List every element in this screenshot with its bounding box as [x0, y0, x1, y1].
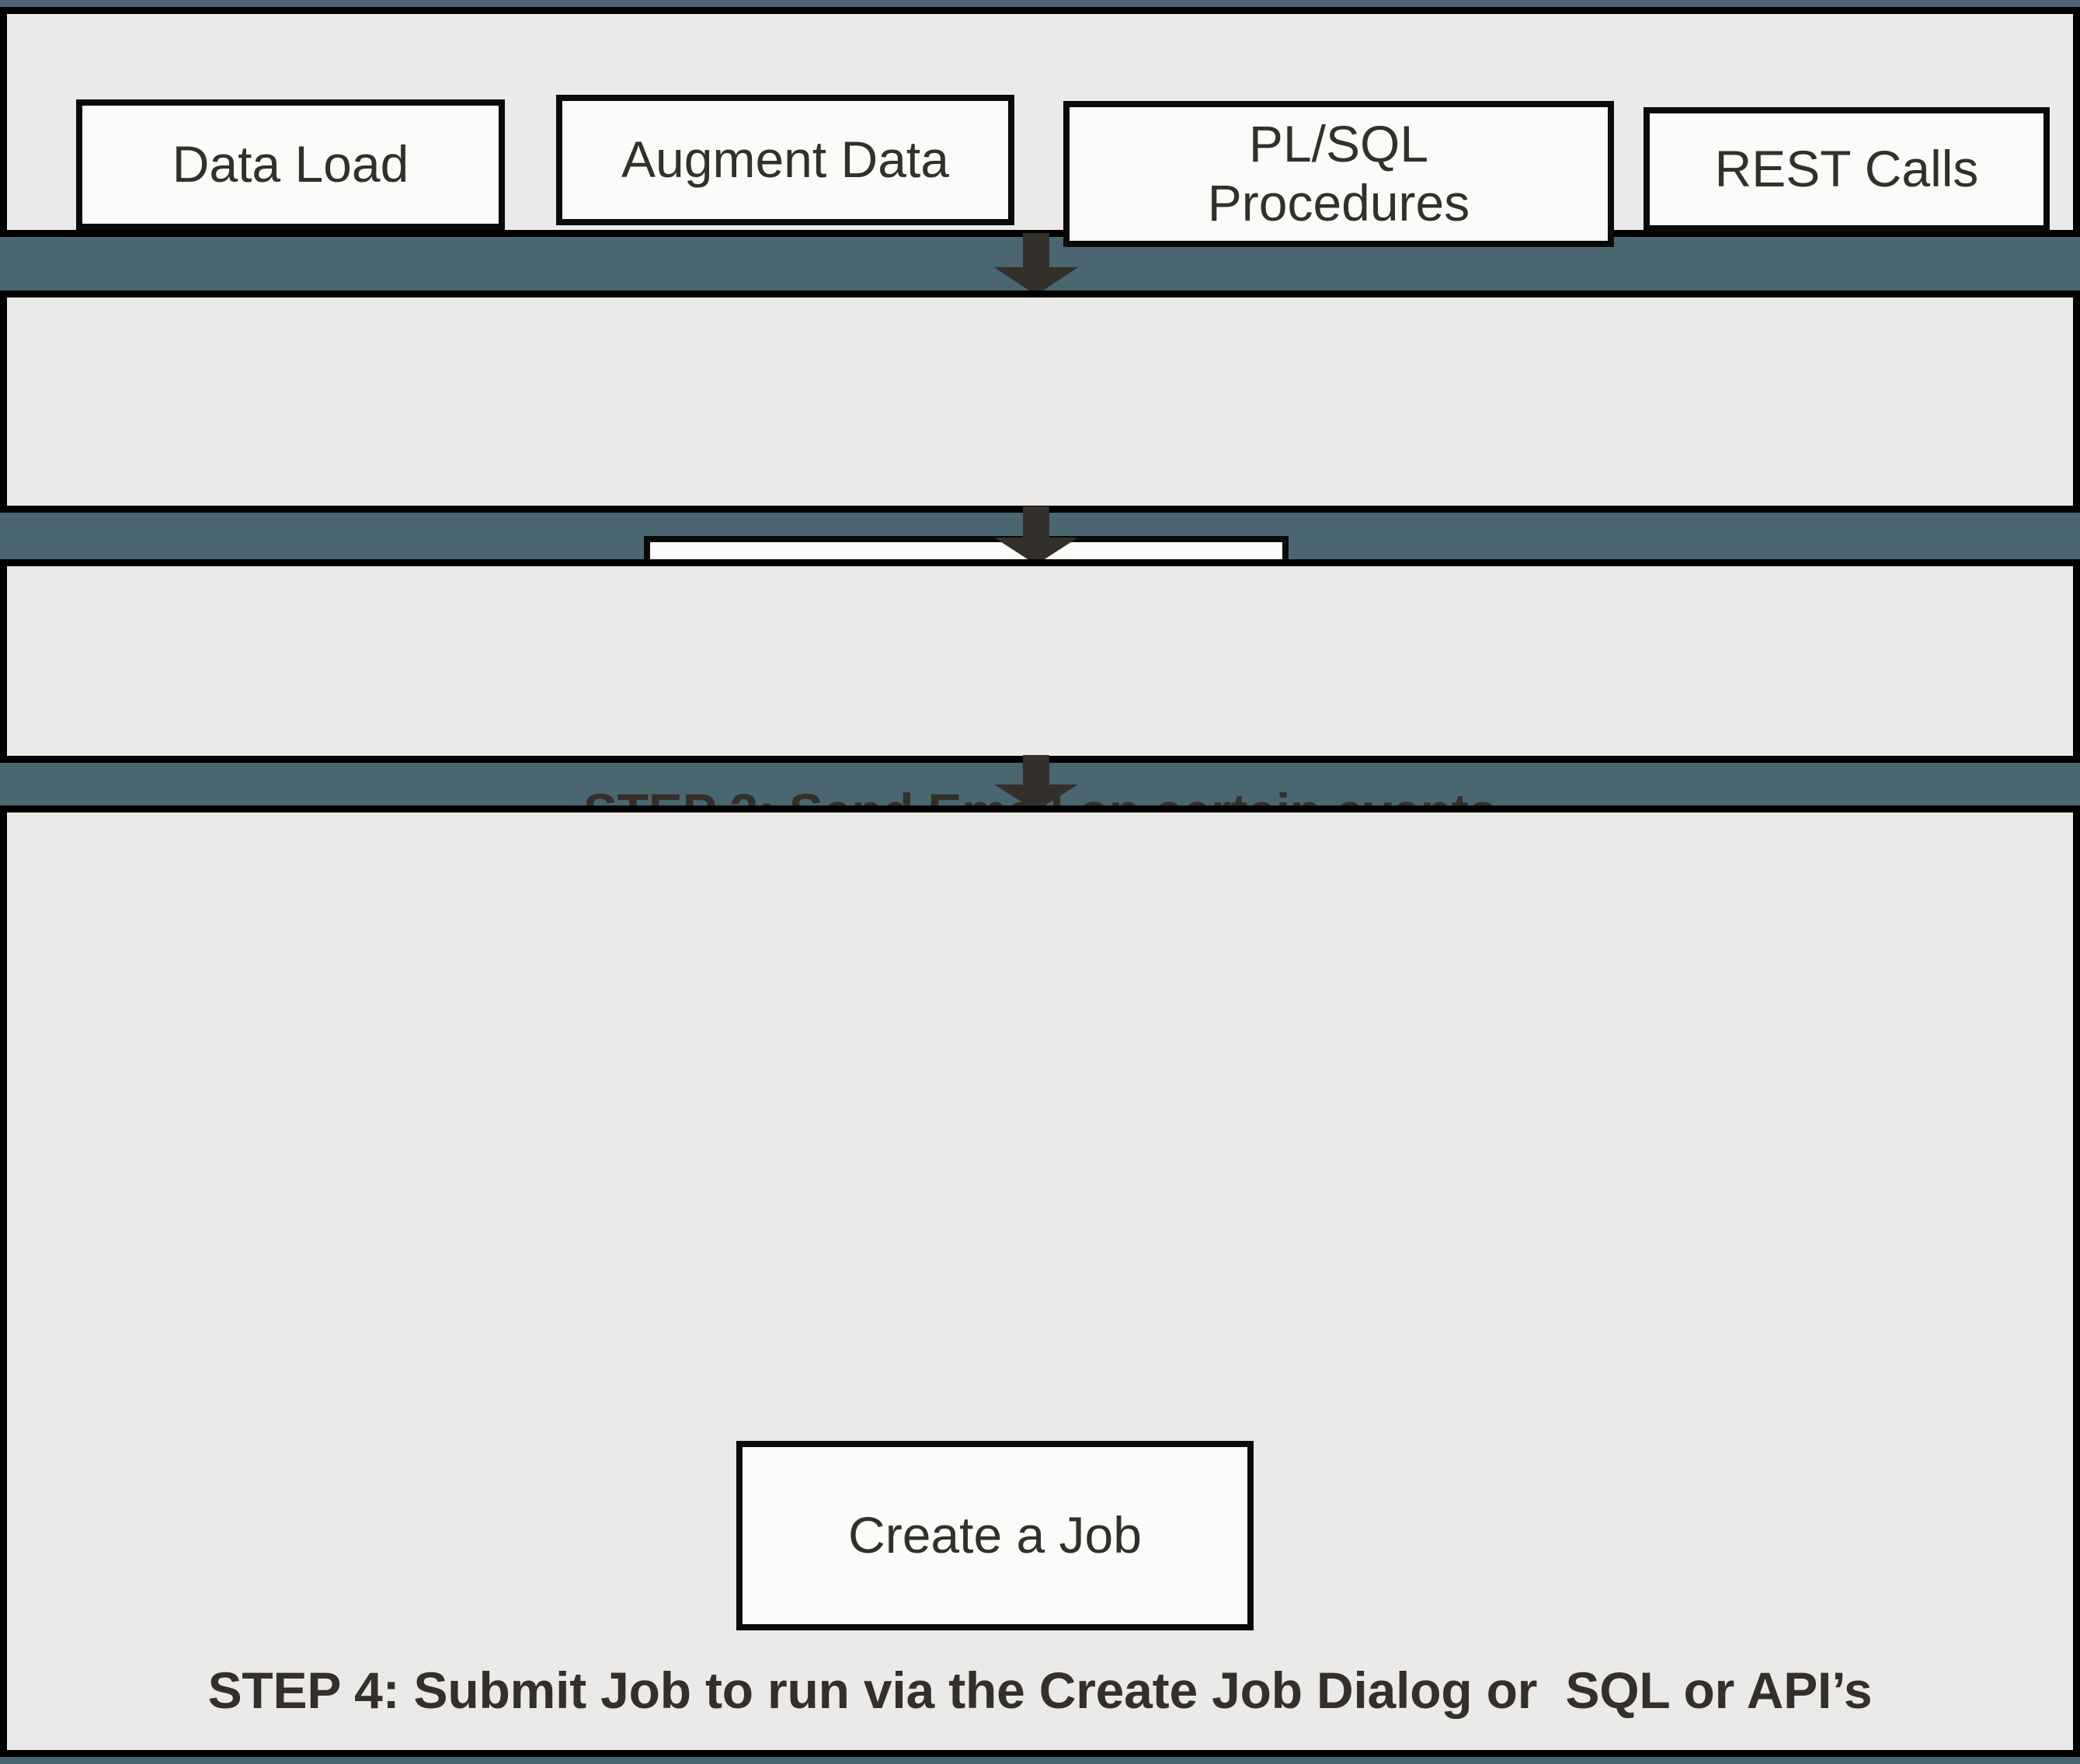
node-data-load-label: Data Load	[172, 135, 409, 193]
down-arrow-icon-step3-step4	[974, 755, 1098, 811]
step-2-panel	[0, 291, 2080, 513]
node-plsql-procedures[interactable]: PL/SQL Procedures	[1063, 101, 1614, 247]
node-rest-calls-label: REST Calls	[1714, 140, 1979, 198]
step-4-caption: STEP 4: Submit Job to run via the Create…	[207, 1661, 1873, 1719]
step-3-panel	[0, 559, 2080, 763]
node-augment-data-label: Augment Data	[621, 130, 949, 189]
node-create-a-job[interactable]: Create a Job	[736, 1441, 1254, 1630]
node-augment-data[interactable]: Augment Data	[556, 95, 1014, 225]
node-plsql-line-2: Procedures	[1207, 174, 1470, 231]
down-arrow-icon-step2-step3	[974, 506, 1098, 565]
node-rest-calls[interactable]: REST Calls	[1643, 107, 2050, 231]
node-plsql-procedures-label: PL/SQL Procedures	[1197, 115, 1481, 233]
down-arrow-icon-step1-step2	[974, 233, 1098, 295]
node-plsql-line-1: PL/SQL	[1248, 115, 1429, 173]
node-data-load[interactable]: Data Load	[76, 99, 505, 230]
node-create-a-job-label: Create a Job	[848, 1506, 1142, 1564]
